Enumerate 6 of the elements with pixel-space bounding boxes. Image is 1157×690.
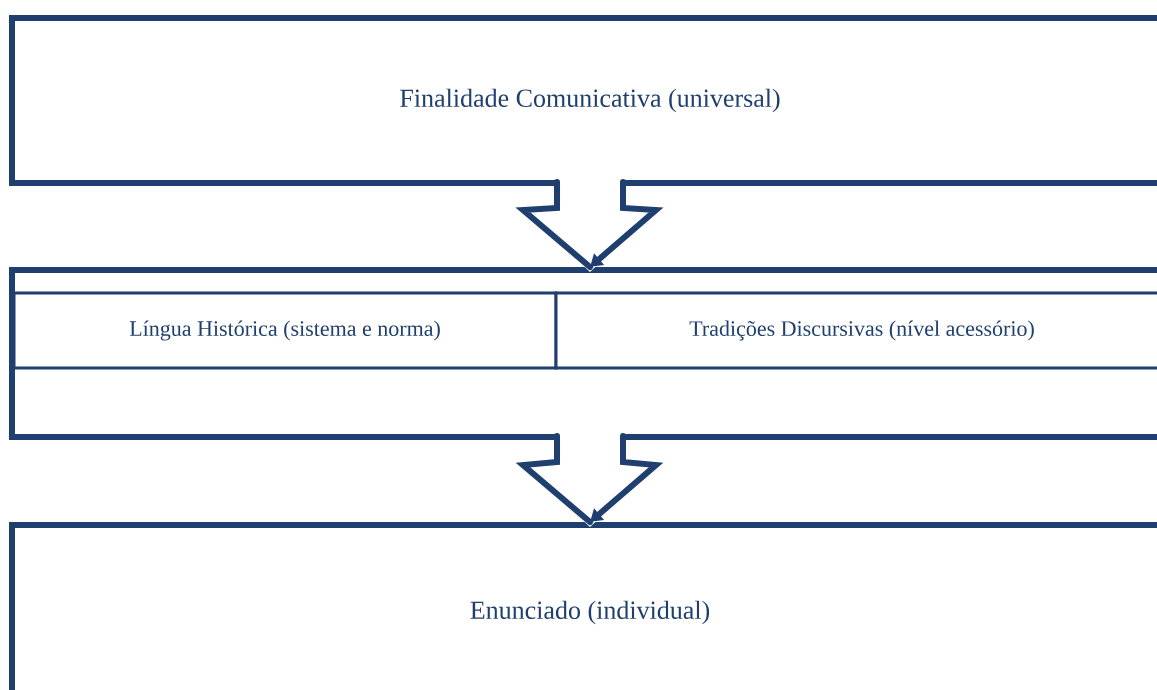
- table-cell: Língua Histórica (sistema e norma): [12, 291, 558, 370]
- table-cell: Tradições Discursivas (nível acessório): [554, 291, 1157, 370]
- block-arrow: [515, 179, 664, 272]
- process-box: Enunciado (individual): [9, 522, 1157, 690]
- process-box: Finalidade Comunicativa (universal): [9, 15, 1157, 186]
- block-arrow: [515, 433, 664, 527]
